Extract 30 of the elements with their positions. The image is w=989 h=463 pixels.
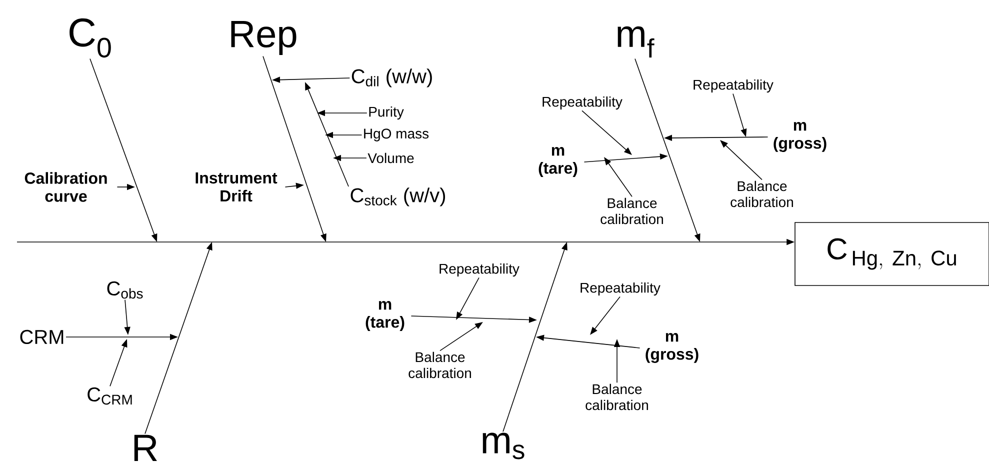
arrow <box>720 140 762 180</box>
category-label: R <box>134 434 157 462</box>
category-label: C$_{0}$ <box>70 18 111 58</box>
cause-label: Purity <box>369 106 404 120</box>
arrow <box>582 110 632 155</box>
category-label: m$_{f}$ <box>618 26 654 58</box>
cause-label: C$_{stock}$ (w/v) <box>350 188 446 206</box>
cause-label: Instrument Drift <box>196 172 278 202</box>
category-label: Rep <box>231 20 296 55</box>
cause-label: C$_{obs}$ <box>107 281 143 299</box>
cause-label: HgO mass <box>364 128 429 142</box>
cause-label: C$_{dil}$ (w/w) <box>352 68 432 88</box>
cause-label: m (gross) <box>774 122 826 152</box>
cause-label: Balance calibration <box>730 180 793 208</box>
cause-label: Repeatability <box>580 282 660 296</box>
cause-label: m (gross) <box>646 333 698 363</box>
cause-label: CRM <box>20 330 64 344</box>
cause-label: Balance calibration <box>586 384 648 410</box>
cause-label: Calibration curve <box>24 172 107 202</box>
cause-label: Balance calibration <box>600 198 663 224</box>
cause-label: Repeatability <box>694 79 774 93</box>
cause-label: Repeatability <box>440 263 520 276</box>
cause-label: Balance calibration <box>408 352 471 378</box>
result-box: $\mathrm{C}_{\,\mathrm{Hg,\ Zn,\ Cu}}$ <box>794 222 989 286</box>
cause-label: Volume <box>368 152 414 164</box>
cause-label: Repeatability <box>542 96 622 110</box>
cause-label: C$_{CRM}$ <box>88 387 132 405</box>
category-label: m$_{s}$ <box>482 432 524 460</box>
cause-label: m (tare) <box>538 147 578 177</box>
cause-label: m (tare) <box>366 301 404 331</box>
